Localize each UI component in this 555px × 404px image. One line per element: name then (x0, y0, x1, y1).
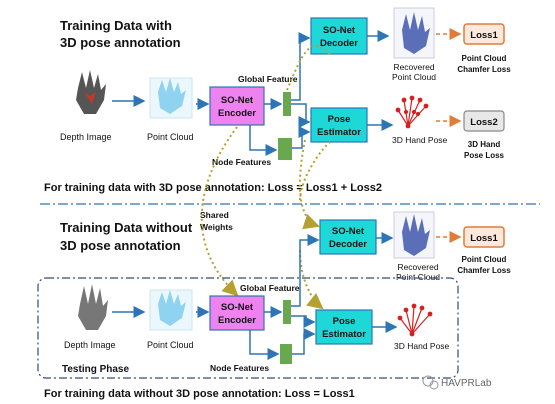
top-encoder-line2: Encoder (218, 108, 256, 119)
bottom-loss1-caption-line1: Point Cloud (462, 255, 507, 264)
bottom-encoder-line1: SO-Net (221, 302, 254, 313)
top-depth-image-label: Depth Image (60, 132, 112, 142)
bottom-decoder-line2: Decoder (329, 239, 367, 250)
top-encoder-line1: SO-Net (221, 95, 254, 106)
depth-image-hand-icon (76, 70, 106, 114)
top-summary: For training data with 3D pose annotatio… (44, 182, 382, 194)
bottom-depth-image-label: Depth Image (64, 340, 116, 350)
top-global-feature-label: Global Feature (238, 74, 298, 84)
top-node-features-bar (278, 138, 292, 160)
shared-weights-line1: Shared (200, 210, 229, 220)
bottom-estimator-line2: Estimator (322, 329, 366, 340)
bottom-global-feature-bar (283, 300, 291, 324)
bottom-loss1-caption-line2: Chamfer Loss (457, 266, 511, 275)
arrow (291, 103, 311, 128)
testing-phase-box (37, 277, 459, 379)
top-decoder-line1: SO-Net (323, 25, 356, 36)
dotted-connector (299, 141, 331, 201)
top-point-cloud-icon (149, 77, 193, 119)
top-decoder-line2: Decoder (320, 38, 358, 49)
bottom-decoder-block: SO-Net Decoder (319, 219, 377, 255)
bottom-recovered-line2: Point Cloud (396, 272, 440, 282)
bottom-estimator-line1: Pose (333, 316, 356, 327)
arrow (292, 126, 311, 149)
dotted-connector (299, 249, 324, 310)
top-loss1-label: Loss1 (470, 30, 498, 41)
shared-weights-line2: Weights (200, 222, 233, 232)
bottom-encoder-line2: Encoder (218, 315, 256, 326)
top-hand-pose-label: 3D Hand Pose (392, 135, 448, 145)
top-encoder-block: SO-Net Encoder (209, 86, 265, 126)
bottom-point-cloud-label: Point Cloud (147, 340, 194, 350)
bottom-recovered-cloud-icon (393, 211, 435, 259)
top-recovered-cloud-icon (393, 7, 435, 59)
arrow (249, 125, 278, 156)
bottom-loss1-box: Loss1 (463, 226, 505, 248)
arrow (292, 328, 316, 355)
top-loss2-caption-line1: 3D Hand (468, 140, 501, 149)
top-hand-pose-icon (395, 95, 429, 129)
bottom-node-features-label: Node Features (210, 363, 269, 373)
top-point-cloud-label: Point Cloud (147, 132, 194, 142)
bottom-estimator-block: Pose Estimator (315, 309, 373, 345)
dotted-connector (298, 139, 320, 230)
bottom-depth-image-hand-icon (78, 284, 108, 330)
top-recovered-line2: Point Cloud (392, 72, 436, 82)
top-loss2-caption-line2: Pose Loss (464, 151, 505, 160)
top-recovered-line1: Recovered (393, 62, 434, 72)
arrow (291, 32, 311, 101)
top-global-feature-bar (283, 92, 291, 116)
bottom-point-cloud-icon (149, 289, 193, 331)
bottom-heading-line2: 3D pose annotation (60, 238, 181, 253)
arrow (291, 234, 320, 307)
top-heading-line1: Training Data with (60, 18, 172, 33)
bottom-decoder-line1: SO-Net (332, 226, 365, 237)
bottom-recovered-line1: Recovered (397, 262, 438, 272)
top-estimator-line2: Estimator (317, 127, 361, 138)
bottom-node-features-bar (280, 344, 292, 364)
testing-phase-label: Testing Phase (62, 364, 129, 375)
bottom-summary: For training data without 3D pose annota… (44, 388, 355, 400)
top-node-features-label: Node Features (212, 157, 271, 167)
arrow (249, 330, 280, 360)
top-loss1-caption-line1: Point Cloud (462, 54, 507, 63)
bottom-hand-pose-icon (397, 303, 433, 337)
bottom-global-feature-label: Global Feature (240, 283, 300, 293)
bottom-hand-pose-label: 3D Hand Pose (394, 341, 450, 351)
top-loss1-box: Loss1 (463, 23, 505, 45)
watermark-logo-icon (422, 375, 439, 390)
top-heading-line2: 3D pose annotation (60, 35, 181, 50)
bottom-heading-line1: Training Data without (60, 220, 193, 235)
arrow (291, 315, 316, 328)
top-loss2-box: Loss2 (463, 110, 505, 132)
top-loss2-label: Loss2 (470, 117, 497, 128)
top-estimator-block: Pose Estimator (310, 107, 368, 143)
watermark-text: HAVPRLab (441, 378, 492, 389)
top-estimator-line1: Pose (328, 114, 351, 125)
bottom-loss1-label: Loss1 (470, 233, 498, 244)
top-loss1-caption-line2: Chamfer Loss (457, 65, 511, 74)
top-decoder-block: SO-Net Decoder (310, 17, 368, 55)
bottom-encoder-block: SO-Net Encoder (209, 295, 265, 331)
